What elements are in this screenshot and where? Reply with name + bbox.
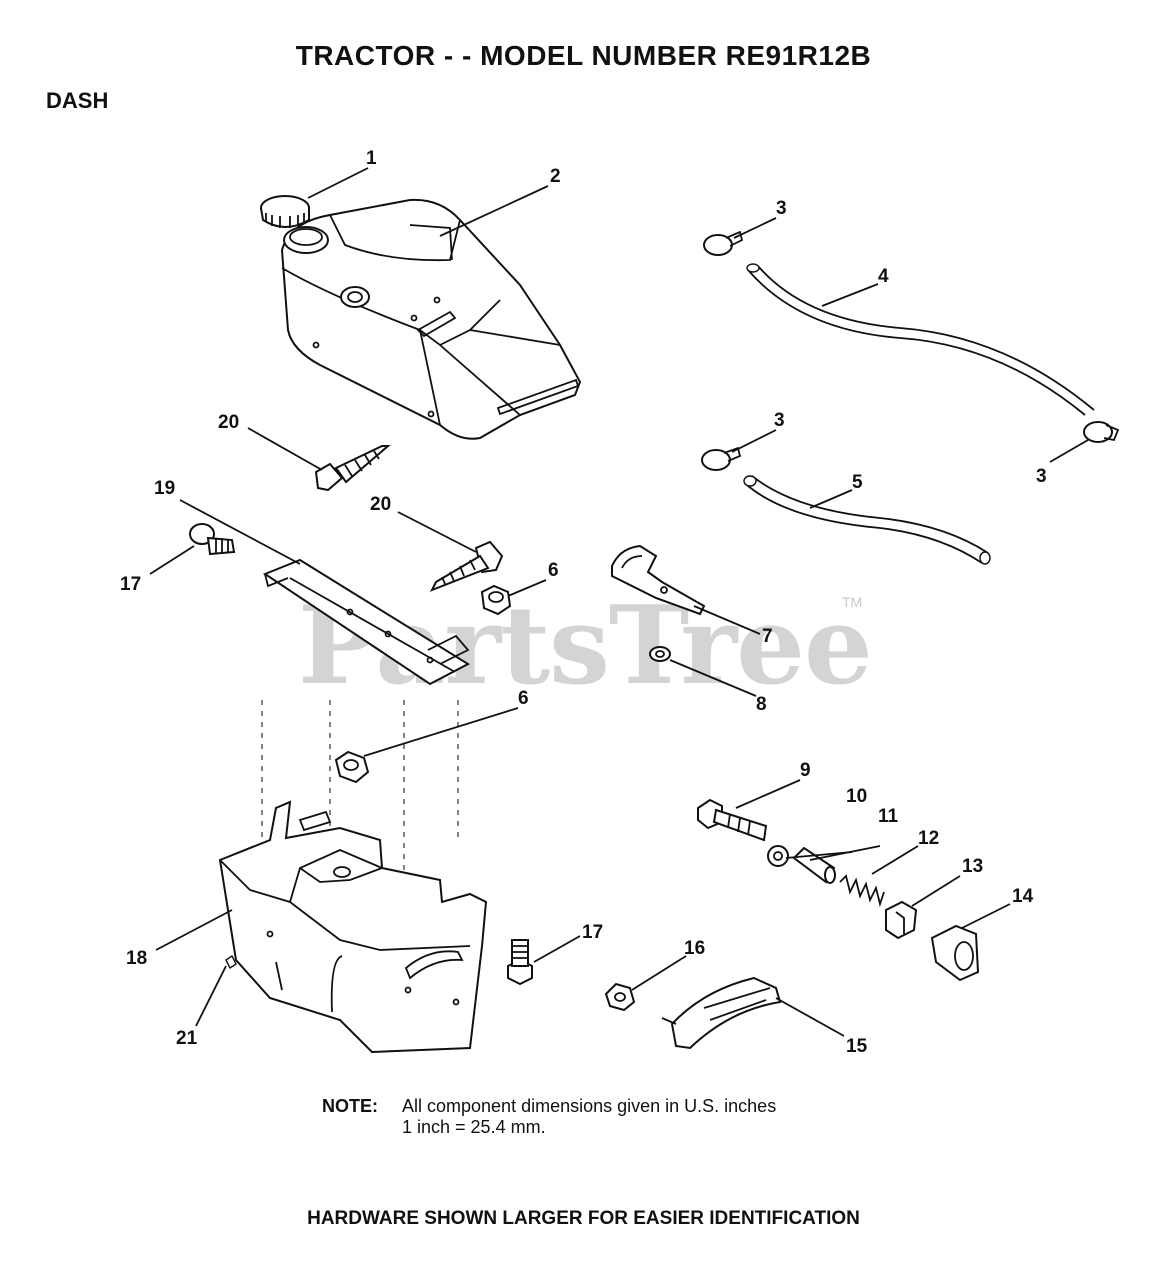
callout-2: 2	[550, 166, 561, 187]
part-hose-clamp-right[interactable]	[1083, 421, 1120, 443]
callout-12: 12	[918, 828, 939, 849]
callout-6-upper: 6	[548, 560, 559, 581]
part-bolt-lower[interactable]	[507, 939, 533, 986]
leader-lines	[149, 167, 1089, 1037]
part-washer[interactable]	[649, 646, 671, 662]
callout-8: 8	[756, 694, 767, 715]
part-spring-12[interactable]	[839, 874, 885, 908]
note-line-2: 1 inch = 25.4 mm.	[402, 1117, 546, 1137]
part-fuel-tank[interactable]	[280, 198, 582, 440]
callout-9: 9	[800, 760, 811, 781]
callout-16: 16	[684, 938, 705, 959]
note-label: NOTE:	[322, 1096, 378, 1116]
callout-15: 15	[846, 1036, 868, 1057]
callout-13: 13	[962, 856, 983, 877]
callout-numbers: 1 2 3 3 3 4 5 6 6 7 8 9 10 11 12 13 14 1…	[120, 148, 1047, 1057]
callout-10: 10	[846, 786, 867, 807]
callout-3-upper: 3	[776, 198, 787, 219]
part-clip[interactable]	[225, 954, 237, 970]
callout-7: 7	[762, 626, 773, 647]
callout-3-right: 3	[1036, 466, 1047, 487]
part-screw-upper[interactable]	[314, 445, 391, 492]
part-hose-clamp-upper[interactable]	[703, 230, 744, 256]
part-nut-lower[interactable]	[334, 750, 370, 784]
part-lever-14[interactable]	[930, 924, 980, 982]
diagram-title: TRACTOR - - MODEL NUMBER RE91R12B	[295, 40, 872, 71]
part-fuel-line-upper[interactable]	[746, 263, 1095, 416]
part-hose-clamp-middle[interactable]	[701, 446, 742, 471]
part-fuel-line-lower[interactable]	[743, 475, 991, 565]
callout-3-middle: 3	[774, 410, 785, 431]
part-nut-13[interactable]	[885, 900, 918, 940]
part-support-bar[interactable]	[262, 558, 471, 686]
part-screw-lower[interactable]	[429, 540, 504, 592]
part-nut-upper[interactable]	[480, 584, 512, 616]
part-bracket[interactable]	[611, 544, 706, 616]
callout-18: 18	[126, 948, 147, 969]
part-dash-panel[interactable]	[218, 800, 488, 1054]
part-bolt-9[interactable]	[697, 798, 768, 842]
callout-1: 1	[366, 148, 377, 169]
watermark-trademark: TM	[842, 594, 863, 610]
callout-4: 4	[878, 266, 889, 287]
part-throttle-decal-15[interactable]	[661, 976, 782, 1050]
dimension-note: NOTE: All component dimensions given in U…	[322, 1096, 776, 1138]
section-label: DASH	[46, 88, 109, 113]
footer-caption: HARDWARE SHOWN LARGER FOR EASIER IDENTIF…	[307, 1208, 860, 1229]
callout-17-lower: 17	[582, 922, 603, 943]
callout-11: 11	[878, 806, 899, 827]
part-washer-10[interactable]	[767, 845, 789, 867]
callout-20-upper: 20	[218, 412, 239, 433]
callout-17-upper: 17	[120, 574, 141, 595]
callout-21: 21	[176, 1028, 198, 1049]
note-line-1: All component dimensions given in U.S. i…	[402, 1096, 777, 1116]
part-locknut-16[interactable]	[604, 982, 636, 1012]
callout-5: 5	[852, 472, 863, 493]
callout-6-lower: 6	[518, 688, 529, 709]
callout-14: 14	[1012, 886, 1034, 907]
callout-19: 19	[154, 478, 175, 499]
part-fuel-cap[interactable]	[260, 195, 310, 228]
callout-20-lower: 20	[370, 494, 391, 515]
part-bolt-upper[interactable]	[189, 523, 236, 556]
